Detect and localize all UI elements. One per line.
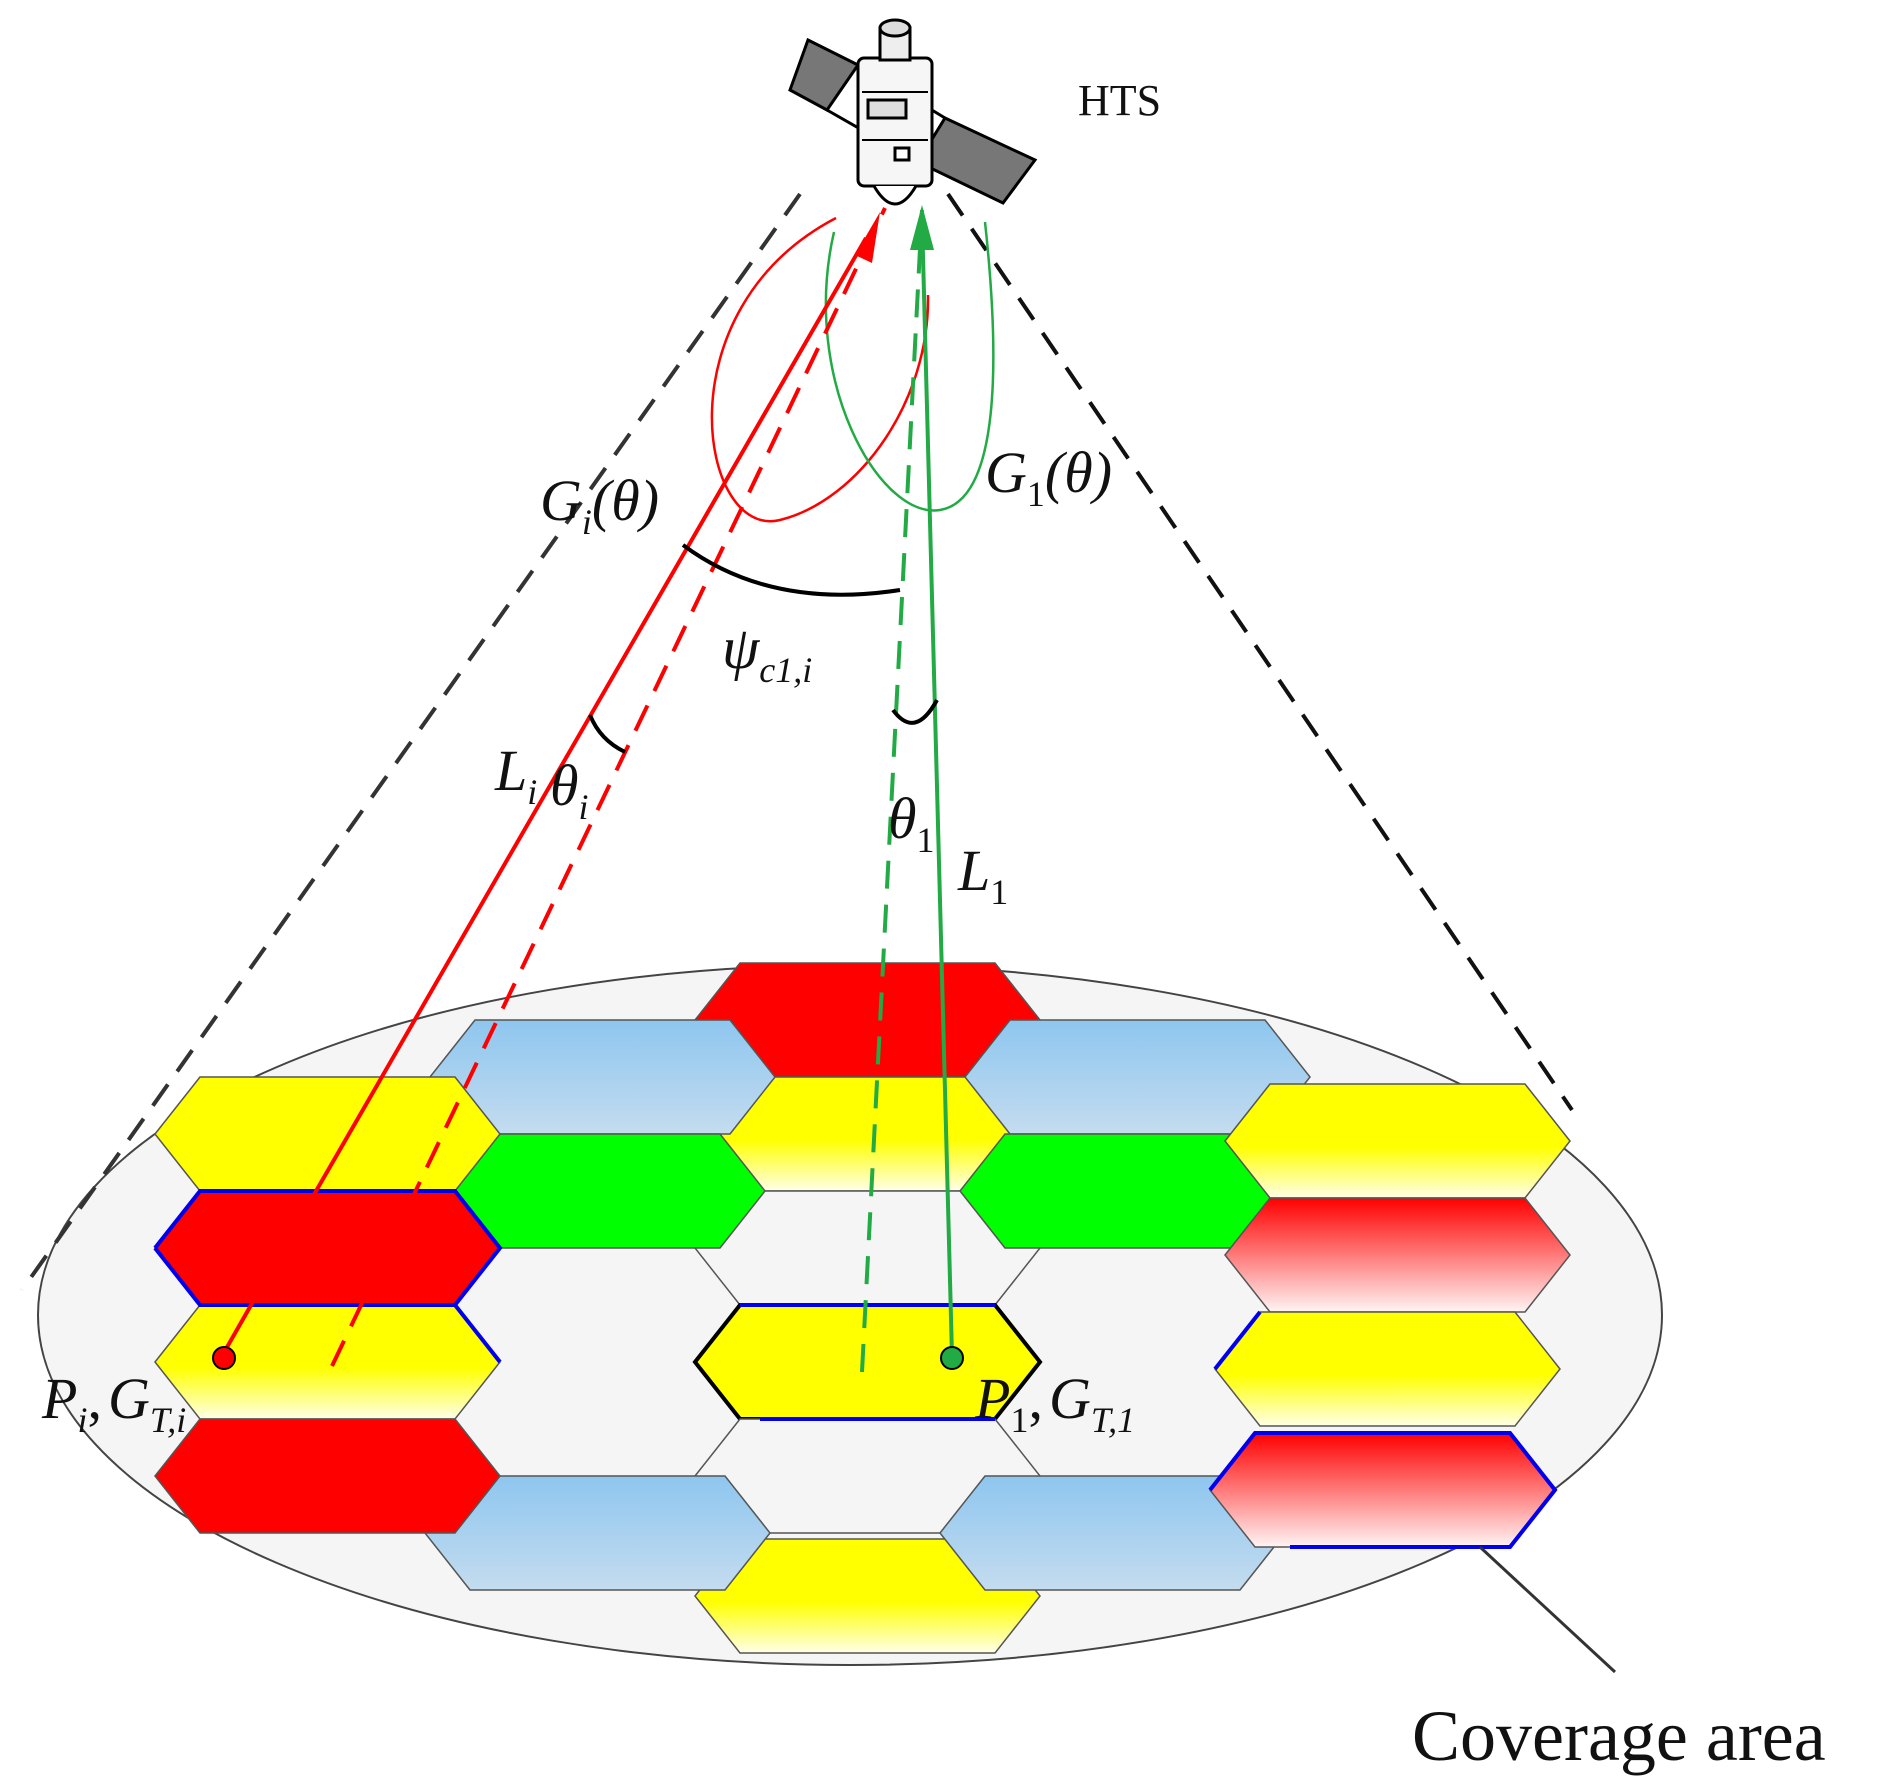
theta-i-label: θi (550, 753, 589, 827)
green-beam-dashed (860, 209, 924, 1373)
coverage-leader-line (1478, 1545, 1617, 1674)
coverage-area-label: Coverage area (1412, 1696, 1826, 1776)
cone-left-edge (20, 192, 802, 1292)
hex-cell (1209, 1432, 1556, 1548)
link-length-i-label: Li (494, 738, 537, 812)
hex-cell (1214, 1311, 1561, 1427)
beam-pattern-red (710, 216, 930, 523)
angle-arc-theta-i (588, 714, 626, 754)
hex-cells (154, 962, 1571, 1654)
green-beam-solid (920, 217, 954, 1357)
satellite-label: HTS (1078, 76, 1161, 125)
red-beam-arrowhead (855, 212, 880, 263)
cone-right-edge (946, 192, 1574, 1112)
terminal-i-power-gain-label: Pi,GT,i (41, 1366, 186, 1440)
terminal-1-power-gain-label: P1,GT,1 (974, 1366, 1135, 1440)
angle-arc-theta-1 (891, 699, 939, 725)
gain-pattern-i-label: Gi(θ) (540, 468, 659, 542)
psi-angle-label: ψc1,i (722, 615, 812, 690)
terminal-dot-green (940, 1346, 964, 1370)
satellite-icon (788, 18, 1038, 206)
hex-cell (1224, 1197, 1571, 1313)
gain-pattern-1-label: G1(θ) (985, 440, 1112, 514)
angle-arc-psi (681, 543, 901, 597)
hex-cell (154, 1418, 501, 1534)
theta-1-label: θ1 (888, 786, 935, 860)
beam-pattern-green (824, 221, 995, 512)
red-beam-solid (310, 237, 868, 1199)
hex-cell (1224, 1083, 1571, 1199)
terminal-dot-red (212, 1346, 236, 1370)
red-beam-dashed (330, 207, 887, 1367)
link-length-1-label: L1 (957, 838, 1008, 912)
red-beam-feed (220, 1197, 314, 1357)
hex-cell (154, 1304, 501, 1420)
hex-cell (154, 1190, 501, 1306)
